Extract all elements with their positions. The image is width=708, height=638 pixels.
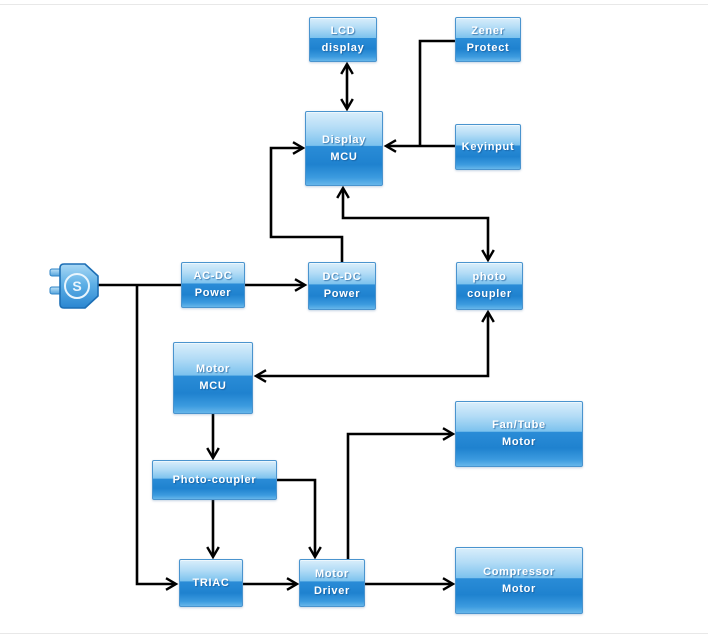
plug-circle (64, 273, 90, 299)
block-photo-coupler-signal: photo coupler (456, 262, 523, 310)
block-keyinput: Keyinput (455, 124, 521, 170)
block-lcd-display: LCD display (309, 17, 377, 62)
block-photo-coupler-drive: Photo-coupler (152, 460, 277, 500)
wire-zener-protect-to-display-mcu (418, 39, 455, 146)
block-label: Motor (501, 436, 537, 448)
block-label: Photo-coupler (172, 473, 257, 486)
wire-photo-coupler-signal-to-motor-mcu (253, 309, 495, 383)
plug-body (59, 263, 99, 309)
block-label: TRIAC (192, 576, 230, 589)
block-label: Display (321, 133, 367, 146)
block-label: MCU (199, 380, 227, 392)
wire-power-plug-to-triac (135, 285, 179, 591)
wire-photo-coupler-drive-to-motor-driver (277, 478, 322, 560)
block-label: Fan/Tube (492, 419, 546, 431)
block-label: Compressor (483, 565, 555, 578)
block-label: coupler (467, 288, 512, 300)
bottom-divider (0, 633, 708, 634)
power-plug-icon: S (49, 263, 99, 309)
wire-display-mcu-to-photo-coupler-signal (336, 185, 495, 263)
block-label: Zener (471, 24, 505, 37)
block-label: Motor (314, 568, 350, 580)
top-divider (0, 4, 708, 5)
block-label: Motor (195, 363, 231, 375)
block-zener-protect: Zener Protect (455, 17, 521, 62)
block-motor-mcu: Motor MCU (173, 342, 253, 414)
block-label: LCD (330, 24, 356, 37)
block-label: MCU (330, 150, 358, 163)
block-label: Keyinput (461, 140, 515, 153)
block-label: Power (323, 288, 361, 300)
block-dc-dc-power: DC-DC Power (308, 262, 376, 310)
block-label: Driver (314, 585, 350, 597)
block-label: DC-DC (322, 271, 362, 283)
block-label: Motor (501, 582, 537, 595)
block-label: photo (472, 271, 507, 283)
block-ac-dc-power: AC-DC Power (181, 262, 245, 308)
block-label: Protect (466, 41, 510, 54)
wire-motor-driver-to-fan-tube-motor (346, 427, 456, 559)
block-display-mcu: Display MCU (305, 111, 383, 186)
block-fan-tube-motor: Fan/Tube Motor (455, 401, 583, 467)
block-motor-driver: Motor Driver (299, 559, 365, 607)
block-triac: TRIAC (179, 559, 243, 607)
block-compressor-motor: Compressor Motor (455, 547, 583, 614)
block-label: Power (194, 287, 232, 299)
block-label: display (321, 41, 365, 54)
plug-letter: S (72, 278, 81, 294)
block-label: AC-DC (193, 270, 233, 282)
